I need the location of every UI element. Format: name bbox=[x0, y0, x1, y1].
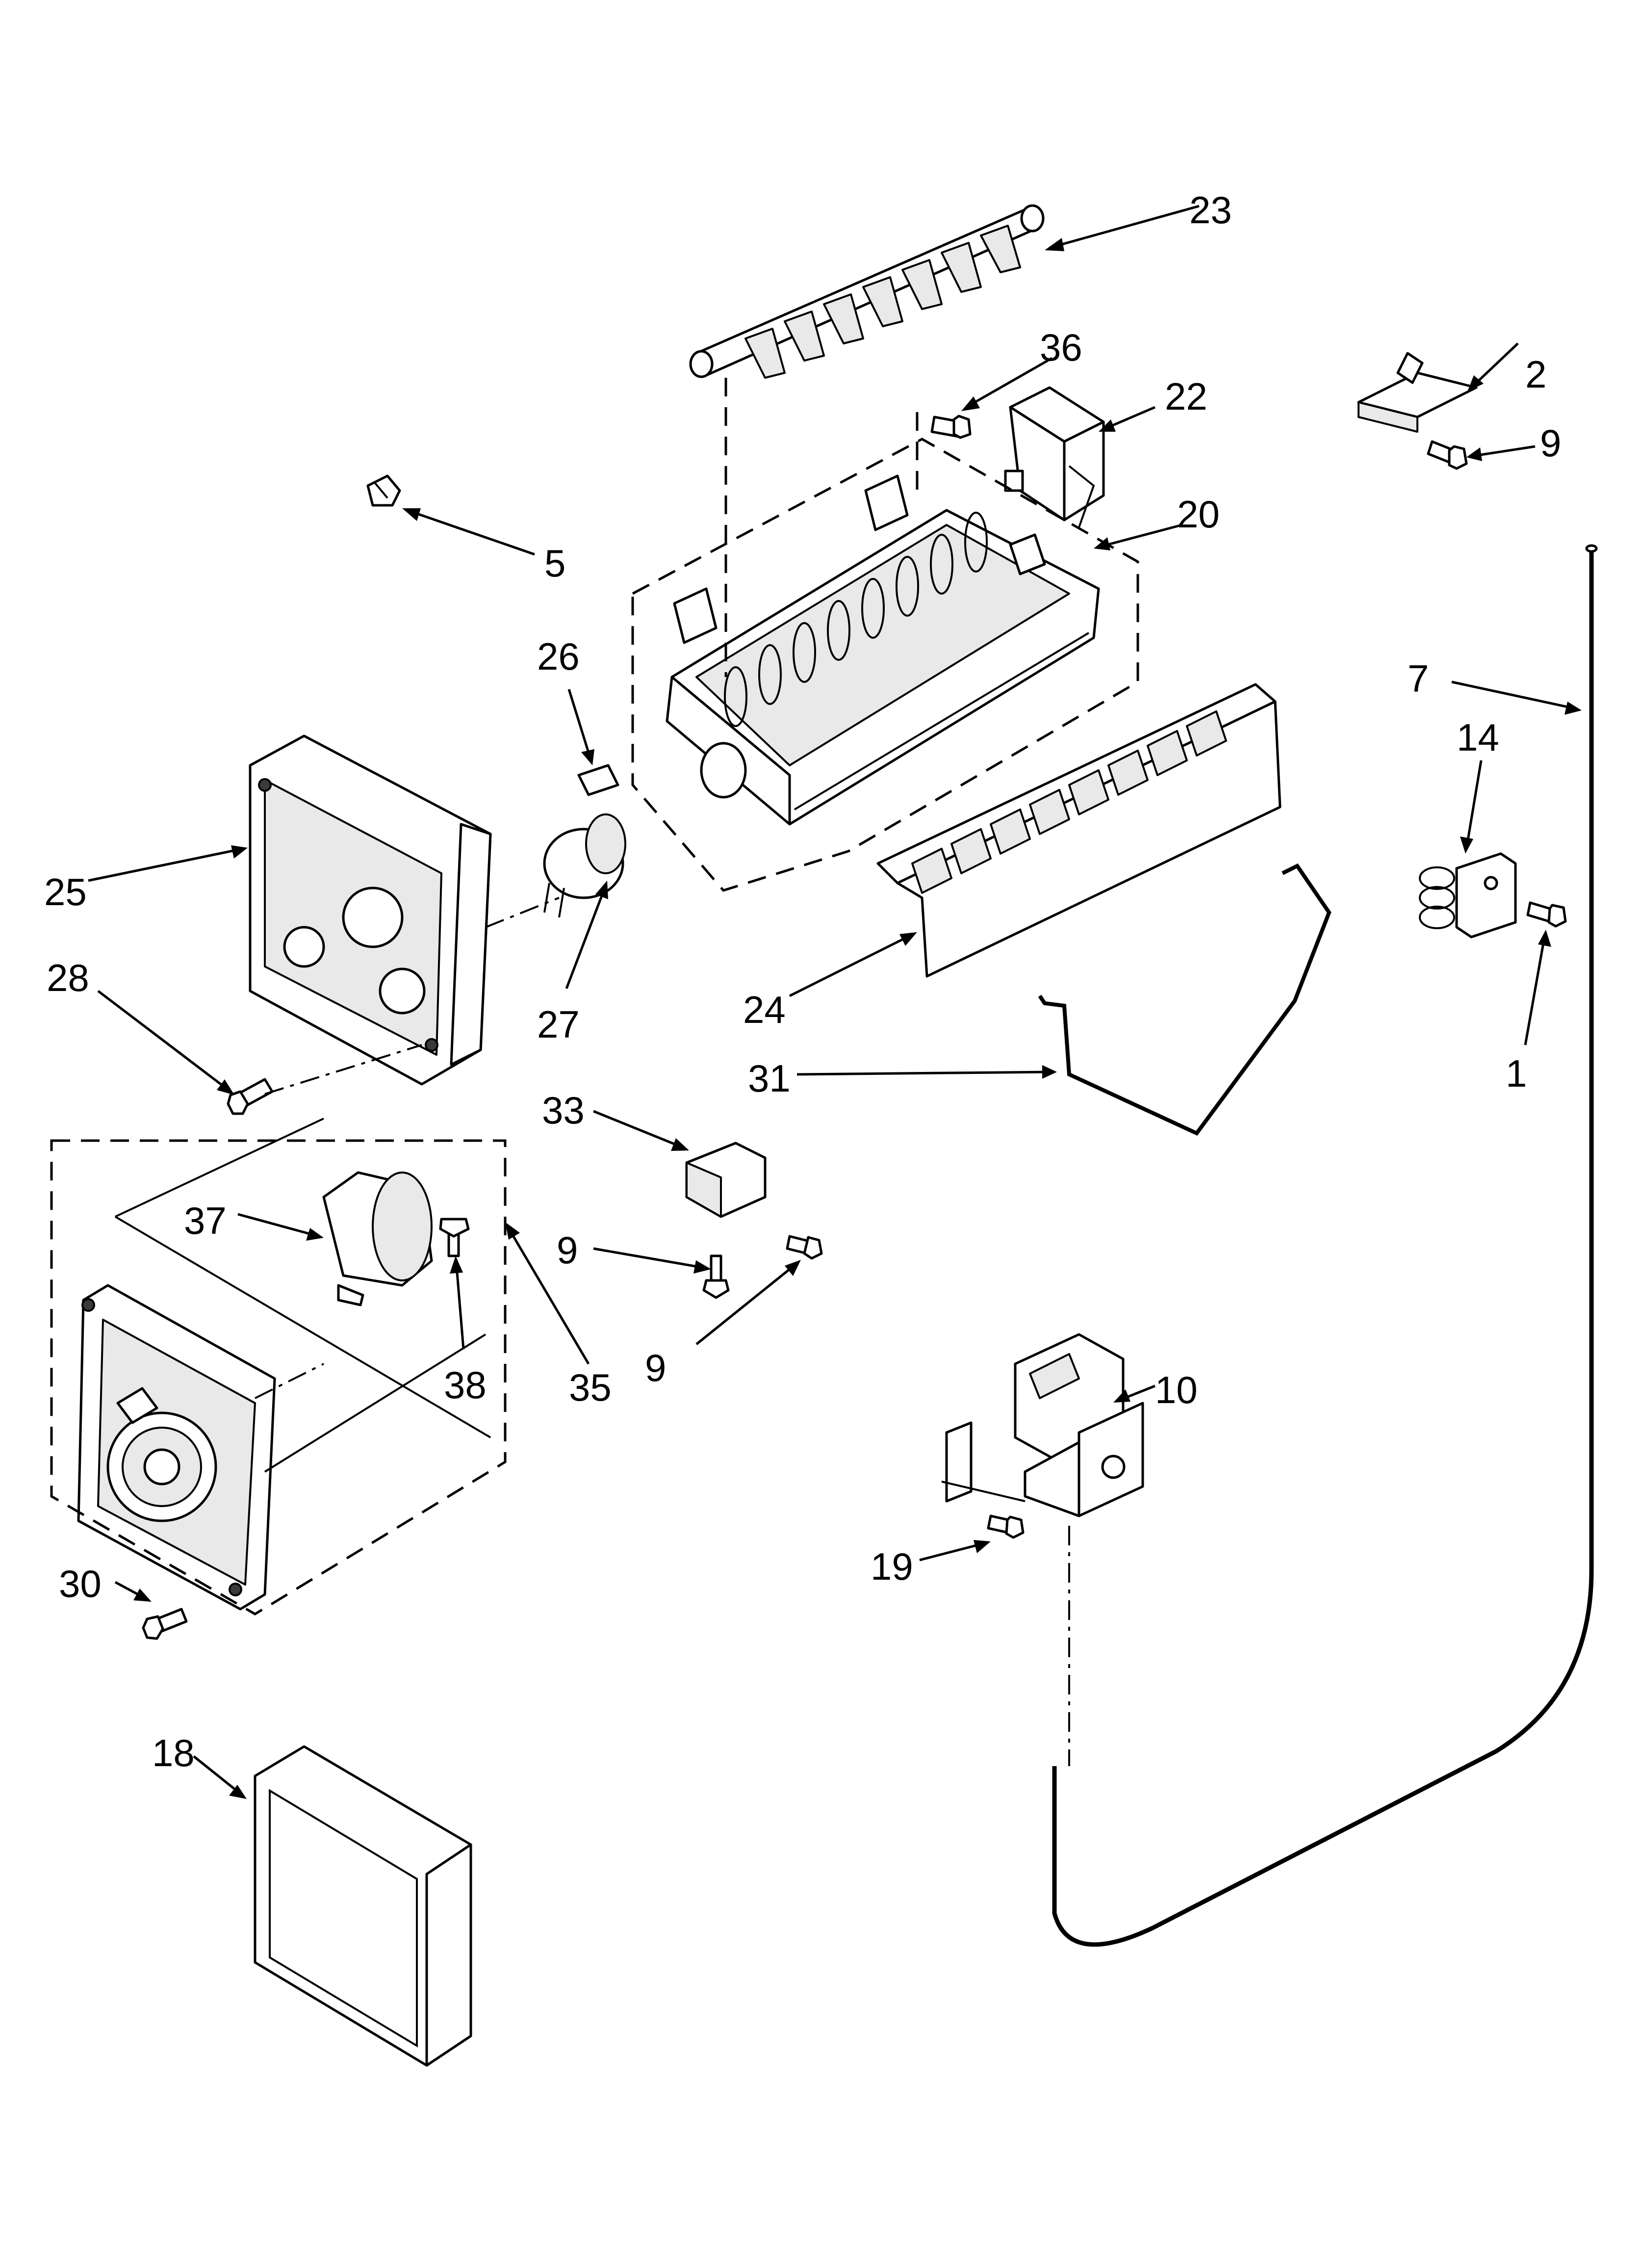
cover-part-18 bbox=[254, 1745, 472, 2067]
clamp-part-14 bbox=[1419, 852, 1517, 938]
callout-labels: 23 36 22 2 9 5 20 7 26 14 25 27 24 28 1 … bbox=[44, 188, 1561, 1774]
fill-tube-part-7 bbox=[1052, 549, 1594, 1947]
fill-cup-part-22 bbox=[1004, 386, 1105, 528]
module-assembly-part-35 bbox=[77, 1284, 276, 1611]
fill-tube-end bbox=[1585, 544, 1598, 553]
screw-part-19 bbox=[987, 1514, 1025, 1539]
screw-part-9-middle bbox=[702, 1235, 823, 1299]
callout-33: 33 bbox=[542, 1089, 585, 1132]
ejector-shaft-part-23 bbox=[689, 204, 1045, 379]
callout-9-middle: 9 bbox=[557, 1228, 578, 1272]
callout-30: 30 bbox=[59, 1562, 102, 1605]
water-valve-part-10 bbox=[941, 1333, 1144, 1517]
housing-part-25 bbox=[249, 734, 492, 1086]
callout-9-top: 9 bbox=[1540, 421, 1561, 465]
screw-part-1 bbox=[1526, 901, 1567, 928]
screw-part-28 bbox=[227, 1078, 274, 1115]
callout-14: 14 bbox=[1457, 716, 1499, 759]
callout-9-lower: 9 bbox=[645, 1346, 666, 1389]
callout-23: 23 bbox=[1189, 188, 1232, 232]
callout-20: 20 bbox=[1177, 493, 1220, 536]
callout-37: 37 bbox=[184, 1199, 227, 1242]
callout-leader-lines bbox=[88, 205, 1582, 1799]
callout-24: 24 bbox=[743, 988, 786, 1031]
clip-part-5 bbox=[366, 474, 401, 507]
bracket-part-2 bbox=[1357, 352, 1478, 433]
screw-part-38 bbox=[439, 1218, 470, 1257]
callout-10: 10 bbox=[1155, 1368, 1198, 1411]
assembly-phantom-lines bbox=[50, 378, 1139, 1766]
callout-38: 38 bbox=[444, 1363, 487, 1407]
screw-part-9-top bbox=[1427, 440, 1468, 470]
bracket-part-33 bbox=[685, 1142, 767, 1218]
callout-35: 35 bbox=[569, 1366, 612, 1409]
callout-31: 31 bbox=[748, 1057, 791, 1100]
shutoff-arm-part-31 bbox=[1038, 863, 1332, 1136]
callout-1: 1 bbox=[1506, 1052, 1527, 1095]
callout-36: 36 bbox=[1040, 326, 1082, 369]
clip-part-26 bbox=[577, 764, 619, 796]
mold-part-20 bbox=[666, 474, 1100, 826]
callout-19: 19 bbox=[871, 1545, 913, 1588]
motor-part-37 bbox=[322, 1171, 433, 1306]
screw-part-36 bbox=[930, 415, 972, 439]
callout-7: 7 bbox=[1408, 657, 1429, 700]
callout-26: 26 bbox=[537, 635, 580, 678]
callout-18: 18 bbox=[152, 1731, 195, 1774]
screw-part-30 bbox=[142, 1608, 188, 1640]
callout-27: 27 bbox=[537, 1003, 580, 1046]
callout-22: 22 bbox=[1165, 375, 1207, 418]
callout-28: 28 bbox=[47, 956, 89, 999]
stripper-part-24 bbox=[876, 683, 1282, 978]
callout-25: 25 bbox=[44, 870, 87, 913]
thermostat-part-27 bbox=[543, 813, 626, 918]
callout-5: 5 bbox=[544, 542, 565, 585]
callout-2: 2 bbox=[1525, 353, 1546, 396]
